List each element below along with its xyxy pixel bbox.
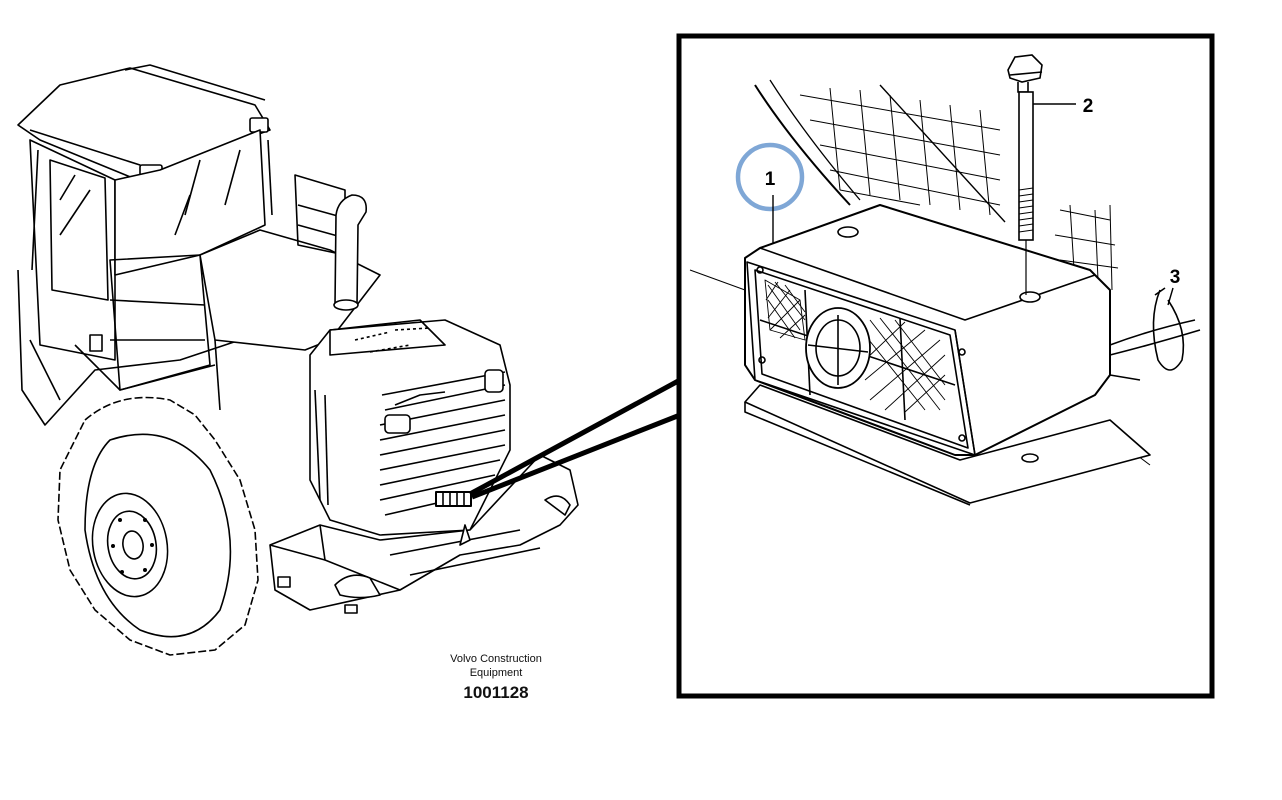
caption-line-2: Equipment [469, 667, 523, 679]
callout-1-label: 1 [765, 169, 776, 190]
callout-1-highlight-ring [735, 142, 805, 212]
callout-3: 3 [1167, 267, 1181, 306]
bolt-icon [1007, 54, 1043, 295]
callout-2: 2 [1033, 96, 1093, 117]
cable-icon [1109, 287, 1201, 381]
caption-line-1: Volvo Construction [450, 653, 542, 665]
detail-leader-lines [468, 377, 682, 500]
part-number: 1001128 [463, 683, 529, 702]
callout-2-label: 2 [1083, 96, 1094, 117]
callout-3-label: 3 [1170, 267, 1181, 288]
wheel-loader-illustration [17, 64, 579, 656]
figure-caption: Volvo Construction Equipment 1001128 [426, 652, 566, 704]
work-lamp-detail [689, 79, 1151, 506]
callout-1: 1 [735, 142, 805, 243]
